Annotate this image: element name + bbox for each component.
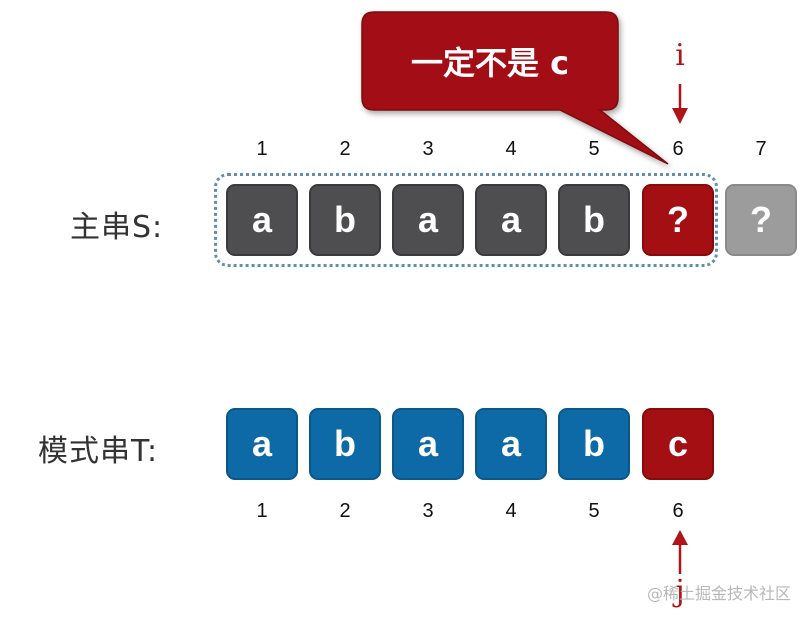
pointer-i: i	[675, 38, 685, 73]
match-window-frame	[214, 173, 718, 267]
pattern-index: 5	[588, 500, 600, 522]
main-string-label: 主串S:	[70, 210, 164, 245]
main-index: 4	[505, 138, 517, 160]
pattern-char-box: a	[226, 408, 298, 480]
main-char-box-mismatch: ?	[642, 184, 714, 256]
pointer-j: j	[675, 574, 685, 609]
watermark: @稀土掘金技术社区	[646, 584, 791, 603]
main-index: 2	[339, 138, 351, 160]
callout-text: 一定不是 c	[410, 44, 570, 82]
j-arrow-head	[672, 530, 688, 545]
main-index: 1	[256, 138, 268, 160]
pattern-index: 6	[672, 500, 684, 522]
pattern-char-box: a	[475, 408, 547, 480]
main-index: 5	[588, 138, 600, 160]
main-char-box: b	[558, 184, 630, 256]
pattern-char-box: a	[392, 408, 464, 480]
pattern-index: 3	[422, 500, 434, 522]
main-char-box: b	[309, 184, 381, 256]
i-arrow-head	[672, 108, 688, 124]
pattern-char-box: b	[558, 408, 630, 480]
main-index: 3	[422, 138, 434, 160]
pattern-index: 2	[339, 500, 351, 522]
main-char-box: a	[392, 184, 464, 256]
main-char-box: a	[475, 184, 547, 256]
pattern-index: 1	[256, 500, 268, 522]
pattern-index: 4	[505, 500, 517, 522]
main-index: 6	[672, 138, 684, 160]
main-char-box-unknown: ?	[725, 184, 797, 256]
main-index: 7	[755, 138, 767, 160]
pattern-char-box-mismatch: c	[642, 408, 714, 480]
main-char-box: a	[226, 184, 298, 256]
pattern-char-box: b	[309, 408, 381, 480]
pattern-string-label: 模式串T:	[38, 434, 159, 469]
